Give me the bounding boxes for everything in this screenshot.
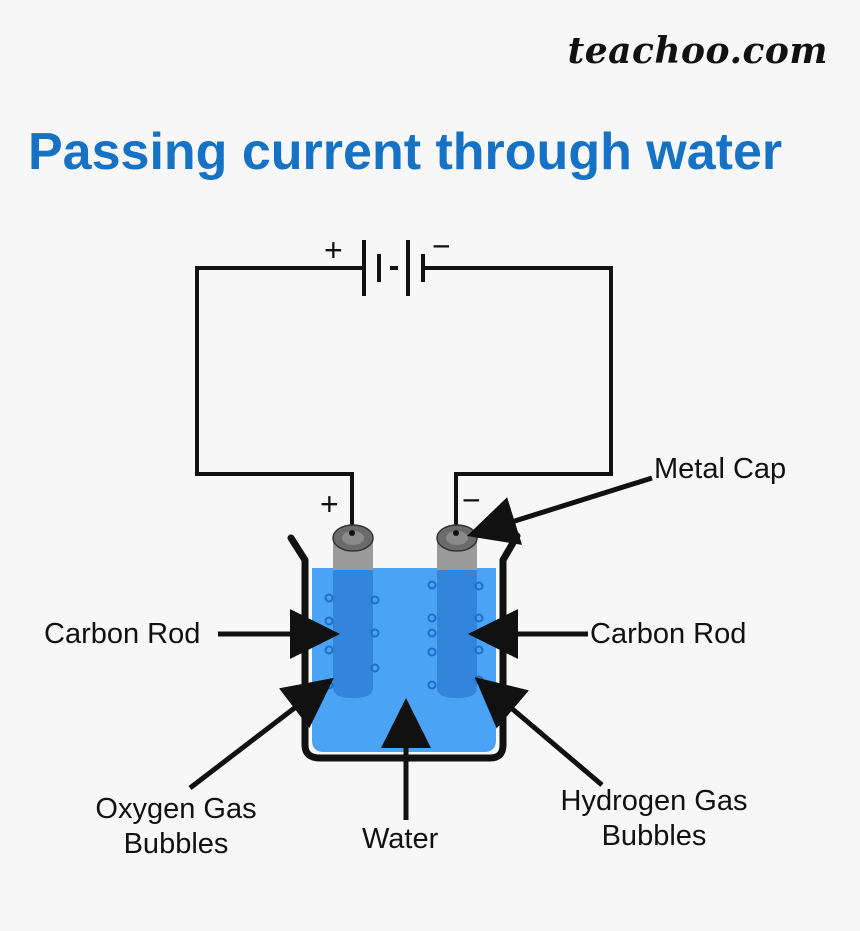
- electrode-positive-sign: +: [320, 486, 339, 522]
- label-metal-cap: Metal Cap: [654, 453, 787, 485]
- wire-left: [195, 266, 362, 530]
- battery-symbol: [362, 240, 425, 296]
- wire-right: [425, 266, 613, 530]
- arrow-oxygen: [188, 677, 334, 790]
- battery-positive-sign: +: [324, 232, 343, 268]
- label-oxygen-bubbles: Oxygen Gas Bubbles: [76, 792, 276, 862]
- carbon-rod-left: [333, 540, 373, 698]
- teachoo-logo[interactable]: teachoo.com: [567, 30, 828, 72]
- metal-cap-right: [436, 524, 478, 552]
- label-hydrogen-bubbles: Hydrogen Gas Bubbles: [542, 784, 766, 854]
- metal-cap-left: [332, 524, 374, 552]
- arrow-hydrogen: [474, 677, 604, 787]
- label-oxygen-line1: Oxygen Gas: [95, 793, 257, 825]
- carbon-rod-right: [437, 540, 477, 698]
- label-hydrogen-line2: Bubbles: [601, 819, 707, 852]
- battery-negative-sign: −: [432, 228, 451, 264]
- label-hydrogen-line1: Hydrogen Gas: [560, 785, 748, 817]
- label-water: Water: [362, 823, 439, 855]
- page-title: Passing current through water: [28, 123, 783, 181]
- pointer-arrows: [188, 475, 653, 820]
- label-carbon-rod-right: Carbon Rod: [590, 618, 747, 650]
- label-carbon-rod-left: Carbon Rod: [44, 618, 201, 650]
- label-oxygen-line2: Bubbles: [123, 827, 229, 860]
- arrow-metal-cap: [466, 475, 653, 545]
- electrode-negative-sign: −: [462, 482, 481, 518]
